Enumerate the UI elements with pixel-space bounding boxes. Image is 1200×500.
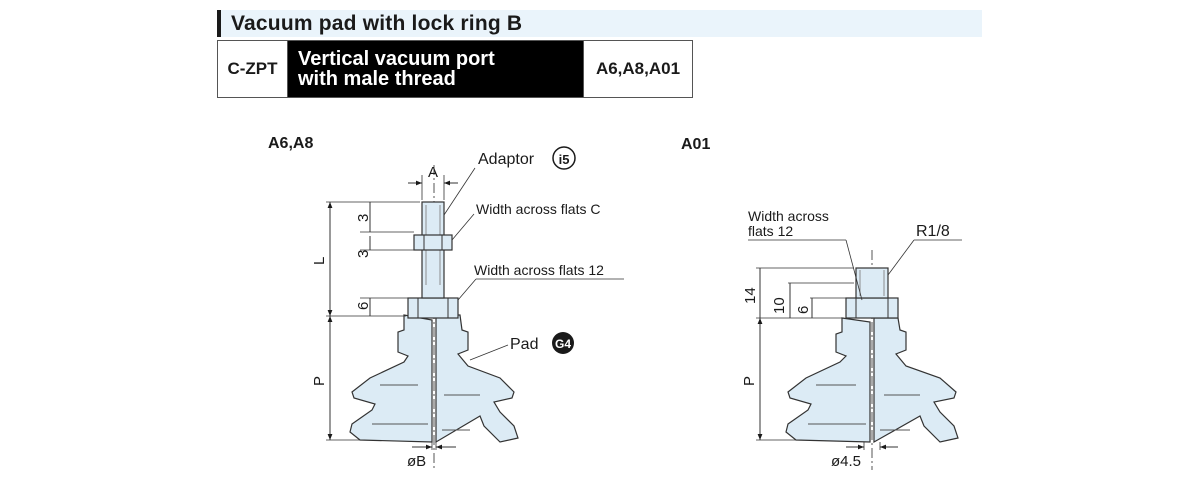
dim-l-label: L xyxy=(311,257,328,265)
port-description: Vertical vacuum port with male thread xyxy=(288,41,583,97)
dim-6-label: 6 xyxy=(795,306,812,314)
dim-b-label: øB xyxy=(407,453,426,470)
dim-dia-label: ø4.5 xyxy=(831,453,861,470)
hex-nut-12 xyxy=(845,297,899,319)
dim-a-label: A xyxy=(428,164,438,181)
model-code-row: C-ZPT Vertical vacuum port with male thr… xyxy=(217,40,693,98)
dim-6-label: 6 xyxy=(355,302,372,310)
hex-nut-12 xyxy=(407,297,459,319)
adaptor-badge xyxy=(552,146,576,170)
dim-3b-label: 3 xyxy=(355,250,372,258)
title-bar: Vacuum pad with lock ring B xyxy=(217,10,982,37)
adaptor-label: Adaptor xyxy=(478,151,535,168)
pad-right-half xyxy=(873,317,959,444)
drawing-a6-a8: A6,A8 A Adaptor i5 xyxy=(268,135,624,470)
description-line-2: with male thread xyxy=(298,68,456,90)
width-flats-12-label: Width across flats 12 xyxy=(474,262,604,278)
dim-3a-label: 3 xyxy=(355,214,372,222)
pad-badge-text: G4 xyxy=(555,337,571,351)
width-flats-c-label: Width across flats C xyxy=(476,201,600,217)
width-flats-line-1: Width across xyxy=(748,208,829,224)
hex-nut-c xyxy=(413,234,453,251)
dim-14-label: 14 xyxy=(742,287,759,304)
option-codes: A6,A8,A01 xyxy=(583,41,692,97)
dim-p-label: P xyxy=(741,376,758,386)
pad-left-half xyxy=(349,314,433,443)
thread-label: R1/8 xyxy=(916,223,950,240)
leader-flats-12 xyxy=(845,239,863,301)
heading-a6-a8: A6,A8 xyxy=(268,135,313,152)
heading-a01: A01 xyxy=(681,136,710,153)
leader-flats-12 xyxy=(457,278,477,301)
width-flats-line-2: flats 12 xyxy=(748,223,793,239)
leader-adaptor xyxy=(443,167,476,216)
description-line-1: Vertical vacuum port xyxy=(298,48,495,70)
leader-pad xyxy=(469,344,509,361)
pad-label: Pad xyxy=(510,336,538,353)
series-code: C-ZPT xyxy=(218,41,288,97)
dim-10-label: 10 xyxy=(771,297,788,314)
r18-thread xyxy=(855,267,889,299)
pad-left-half xyxy=(785,317,871,443)
leader-thread xyxy=(887,239,915,276)
drawing-a01: A01 Width across flats 12 R1/8 14 xyxy=(681,136,962,470)
pad-right-half xyxy=(435,314,519,444)
leader-flats-c xyxy=(451,213,475,241)
page-title: Vacuum pad with lock ring B xyxy=(231,12,523,35)
dim-p-label: P xyxy=(311,376,328,386)
adaptor-badge-text: i5 xyxy=(559,152,570,167)
pad-badge xyxy=(552,332,574,354)
